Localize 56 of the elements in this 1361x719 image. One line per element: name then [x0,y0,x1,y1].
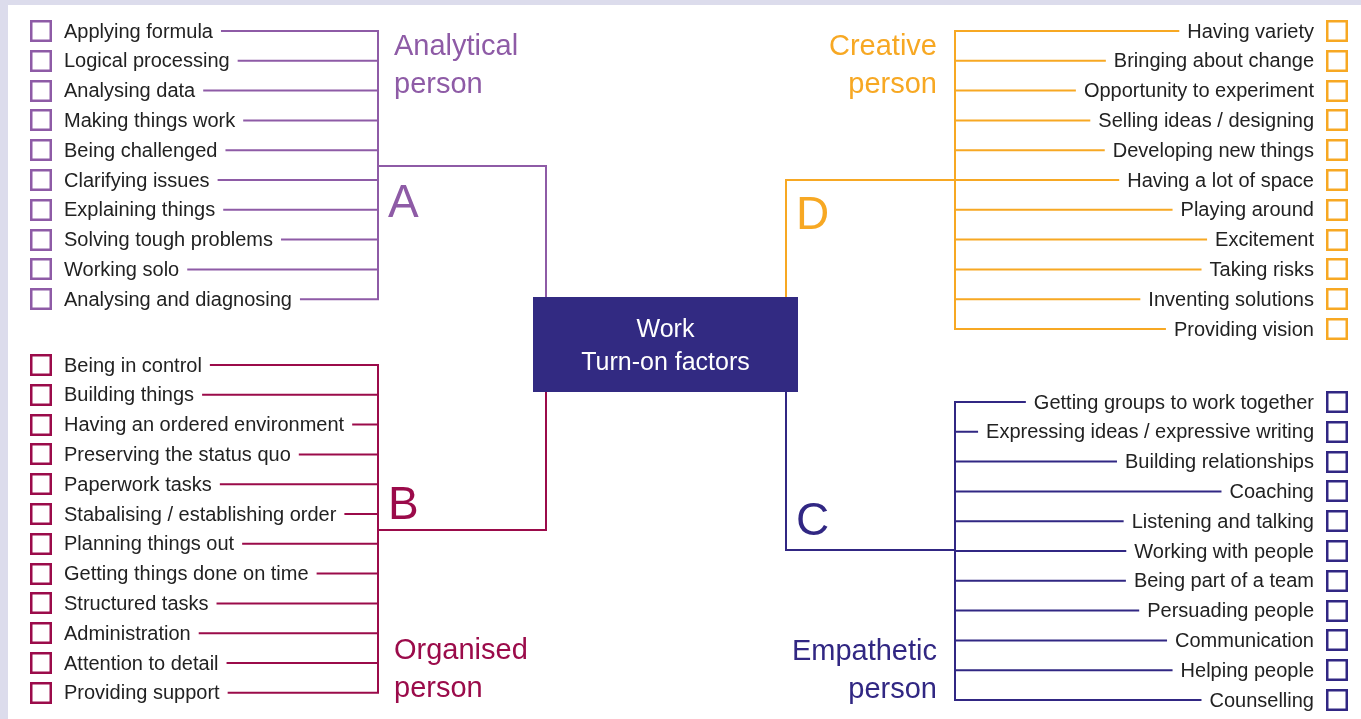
factor-text: Opportunity to experiment [1083,79,1314,103]
factor-text: Working solo [64,257,180,281]
factor-text: Counselling [1209,688,1314,712]
factor-text: Having variety [1187,19,1314,43]
group-letter: A [388,178,419,224]
factor-text: Having a lot of space [1127,168,1314,192]
factor-text: Being part of a team [1133,569,1314,593]
center-text: Work [636,312,695,344]
factor-text: Selling ideas / designing [1098,108,1314,132]
factor-text: Getting groups to work together [1033,390,1314,414]
factor-text: Coaching [1229,479,1314,503]
factor-text: Building relationships [1125,450,1314,474]
group-heading: Empathetic person [790,633,937,706]
factor-text: Bringing about change [1113,49,1314,73]
factor-text: Listening and talking [1131,509,1314,533]
factor-text: Making things work [64,108,236,132]
factor-text: Getting things done on time [64,562,309,586]
group-letter: D [796,190,830,236]
factor-text: Administration [64,621,191,645]
factor-text: Preserving the status quo [64,442,291,466]
factor-text: Clarifying issues [64,168,210,192]
factor-text: Expressing ideas / expressive writing [986,420,1314,444]
center-box [533,297,798,392]
factor-text: Communication [1175,628,1314,652]
factor-text: Analysing and diagnosing [64,287,292,311]
factor-text: Stabalising / establishing order [64,502,337,526]
factor-text: Applying formula [64,19,213,43]
factor-text: Building things [64,383,195,407]
group-letter: C [796,496,830,542]
factor-text: Paperwork tasks [64,472,212,496]
factor-text: Providing vision [1173,317,1314,341]
factor-text: Attention to detail [64,651,219,675]
factor-text: Having an ordered environment [64,413,345,437]
factor-text: Analysing data [64,79,196,103]
factor-text: Explaining things [64,198,216,222]
factor-text: Developing new things [1112,138,1314,162]
group-letter: B [388,480,419,526]
factor-text: Planning things out [64,532,235,556]
factor-text: Being challenged [64,138,218,162]
group-heading: Creative person [828,28,937,101]
factor-text: Working with people [1134,539,1314,563]
group-heading: Analytical person [394,28,520,101]
factor-text: Excitement [1215,228,1314,252]
center-text: Turn-on factors [581,345,750,377]
factor-text: Helping people [1180,658,1314,682]
factor-text: Structured tasks [64,591,209,615]
factor-text: Providing support [64,681,220,705]
factor-text: Being in control [64,353,202,377]
group-heading: Organised person [394,632,529,705]
factor-text: Persuading people [1147,599,1314,623]
factor-text: Taking risks [1209,257,1314,281]
connector-line [785,179,1167,330]
factor-text: Playing around [1180,198,1314,222]
factor-text: Solving tough problems [64,228,273,252]
factor-text: Inventing solutions [1148,287,1314,311]
factor-text: Logical processing [64,49,230,73]
